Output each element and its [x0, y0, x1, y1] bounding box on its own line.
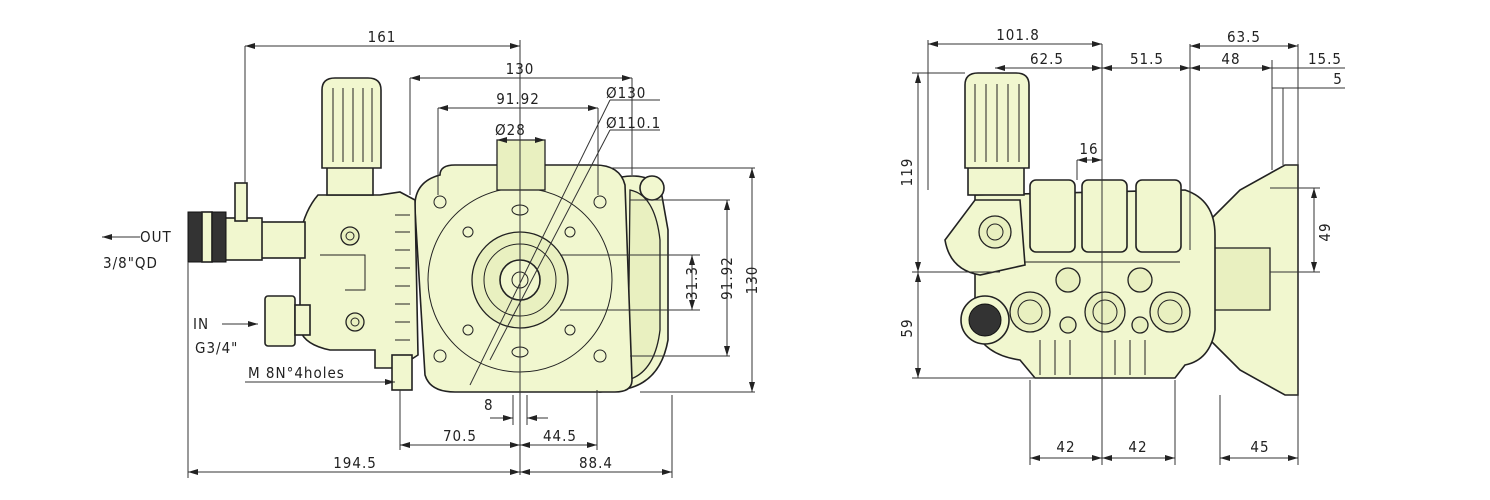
dim-51-5: 51.5 — [1130, 50, 1164, 68]
dim-49: 49 — [1316, 222, 1334, 241]
side-view-dimension-lines — [102, 40, 755, 478]
dim-91-92-right: 91.92 — [718, 256, 736, 300]
dim-48: 48 — [1221, 50, 1240, 68]
dim-42-right: 42 — [1128, 438, 1147, 456]
dim-44-5: 44.5 — [543, 427, 577, 445]
outlet-size-label: 3/8"QD — [103, 254, 158, 272]
dim-101-8: 101.8 — [996, 26, 1040, 44]
dim-phi130: Ø130 — [606, 84, 646, 102]
dim-15-5: 15.5 — [1308, 50, 1342, 68]
dim-59: 59 — [898, 318, 916, 337]
dim-62-5: 62.5 — [1030, 50, 1064, 68]
dim-8: 8 — [484, 396, 494, 414]
dim-119: 119 — [898, 158, 916, 187]
dim-phi110-1: Ø110.1 — [606, 114, 661, 132]
dim-194-5: 194.5 — [333, 454, 377, 472]
pump-side-body — [187, 77, 669, 393]
dim-42-left: 42 — [1056, 438, 1075, 456]
dim-88-4: 88.4 — [579, 454, 613, 472]
front-view-dimension-lines — [912, 40, 1345, 465]
mount-holes-label: M 8N°4holes — [248, 364, 345, 382]
dim-45: 45 — [1250, 438, 1269, 456]
dim-16: 16 — [1079, 140, 1098, 158]
outlet-label: OUT — [140, 228, 172, 246]
inlet-label: IN — [193, 315, 209, 333]
dim-63-5: 63.5 — [1227, 28, 1261, 46]
pump-front-body — [944, 72, 1299, 396]
dim-70-5: 70.5 — [443, 427, 477, 445]
side-view: 161 130 91.92 Ø130 Ø28 Ø110.1 31.3 91.92… — [102, 28, 761, 478]
inlet-size-label: G3/4" — [195, 339, 238, 357]
dim-130-right: 130 — [743, 266, 761, 295]
dim-91-92-top: 91.92 — [496, 90, 540, 108]
dim-161: 161 — [368, 28, 397, 46]
dim-31-3: 31.3 — [683, 266, 701, 300]
front-view: 101.8 62.5 51.5 63.5 48 15.5 5 16 119 59… — [898, 26, 1345, 465]
dim-phi28: Ø28 — [495, 121, 526, 139]
dim-130-top: 130 — [506, 60, 535, 78]
dim-5: 5 — [1333, 70, 1343, 88]
